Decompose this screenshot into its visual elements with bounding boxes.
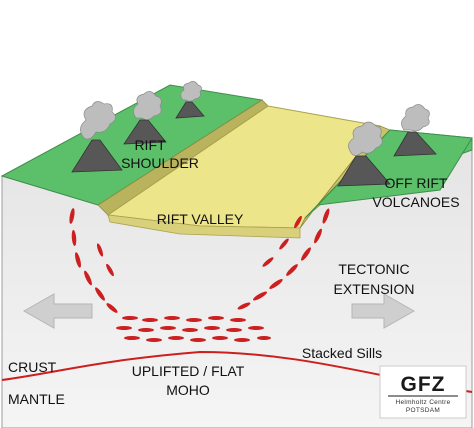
label-moho-2: MOHO <box>166 382 210 398</box>
dike <box>314 228 322 244</box>
sill <box>208 316 224 320</box>
dike <box>106 303 118 313</box>
logo-sub-1: Helmholtz Centre <box>395 399 450 406</box>
sill <box>146 338 162 342</box>
dike <box>84 270 92 286</box>
dike <box>279 238 289 250</box>
gfz-logo: GFZ Helmholtz Centre POTSDAM <box>379 365 467 419</box>
sill <box>226 328 242 332</box>
dikes <box>69 208 330 313</box>
sill <box>122 316 138 320</box>
sill <box>212 336 228 340</box>
sill <box>204 326 220 330</box>
left-arrow-icon <box>22 293 93 329</box>
label-off-rift-2: VOLCANOES <box>372 194 459 210</box>
label-tectonic-2: EXTENSION <box>334 281 415 297</box>
sill <box>138 328 154 332</box>
sill <box>230 318 246 322</box>
dike <box>294 215 302 229</box>
right-arrow-icon <box>351 293 416 329</box>
sill <box>182 328 198 332</box>
volcano-icon <box>393 104 437 157</box>
dike <box>95 287 105 301</box>
label-moho-1: UPLIFTED / FLAT <box>132 363 245 379</box>
dike <box>96 243 104 257</box>
dike <box>106 263 114 277</box>
label-off-rift-1: OFF RIFT <box>385 175 448 191</box>
volcano-icon <box>71 101 123 173</box>
rift-valley-wall <box>107 214 301 239</box>
dike <box>286 264 298 276</box>
sill <box>164 316 180 320</box>
logo-name: GFZ <box>401 373 446 396</box>
label-crust: CRUST <box>8 359 57 375</box>
sill <box>116 326 132 330</box>
sill <box>190 338 206 342</box>
sill <box>186 318 202 322</box>
label-rift-shoulder-1: RIFT <box>134 137 166 153</box>
sill <box>234 338 250 342</box>
sill <box>124 336 140 340</box>
sill <box>248 326 264 330</box>
dike <box>69 208 75 224</box>
volcano-icon <box>337 121 391 187</box>
dike <box>269 279 283 289</box>
volcano-icon <box>175 81 205 119</box>
label-stacked-sills: Stacked Sills <box>302 345 382 361</box>
sill <box>142 318 158 322</box>
dike <box>322 208 330 224</box>
dike <box>301 247 311 261</box>
volcano-icon <box>123 91 167 145</box>
sill <box>168 336 184 340</box>
stacked-sills <box>116 316 271 342</box>
dike <box>252 291 268 301</box>
sill <box>257 336 271 340</box>
label-tectonic-1: TECTONIC <box>338 261 409 277</box>
logo-sub-2: POTSDAM <box>406 407 440 414</box>
rift-shoulder-right-top <box>316 129 473 206</box>
label-mantle: MANTLE <box>8 391 65 407</box>
label-rift-valley: RIFT VALLEY <box>157 211 244 227</box>
dike <box>71 230 77 246</box>
sill <box>160 326 176 330</box>
dike <box>262 257 274 267</box>
label-rift-shoulder-2: SHOULDER <box>121 155 199 171</box>
dike <box>237 302 251 310</box>
dike <box>75 252 81 268</box>
